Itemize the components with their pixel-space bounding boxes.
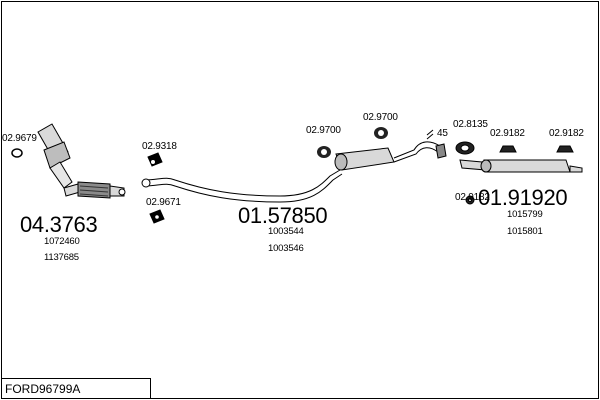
rubber-mount-rear-2 (556, 145, 574, 153)
reference-3b: 1015801 (507, 226, 543, 237)
main-part-number-3: 01.91920 (478, 185, 568, 210)
model-code: FORD96799A (5, 382, 81, 396)
clamp-ring-left (11, 148, 23, 158)
part-code-rear-small: 02.9182 (455, 192, 490, 203)
middle-pipe (141, 169, 343, 203)
part-code-mount-mid-1: 02.9700 (306, 125, 341, 136)
part-code-mount-rear-2: 02.9182 (549, 128, 584, 139)
part-code-gasket-front: 02.9318 (142, 141, 177, 152)
angle-icon (426, 129, 434, 140)
reference-1a: 1072460 (44, 236, 80, 247)
angle-label: 45 (437, 128, 448, 139)
rubber-mount-mid-2 (374, 127, 388, 139)
part-code-mount-rear-1: 02.9182 (490, 128, 525, 139)
main-part-number-1: 04.3763 (20, 212, 98, 237)
reference-2a: 1003544 (268, 226, 304, 237)
model-code-box: FORD96799A (1, 378, 151, 399)
rubber-mount-mid-1 (317, 146, 331, 158)
part-code-bracket-rear: 02.8135 (453, 119, 488, 130)
catalytic-converter (37, 123, 126, 199)
rear-silencer (459, 159, 583, 173)
middle-silencer (334, 141, 447, 171)
main-part-number-2: 01.57850 (238, 203, 328, 228)
reference-3a: 1015799 (507, 209, 543, 220)
reference-1b: 1137685 (44, 252, 79, 263)
rear-small-clip (465, 195, 475, 205)
rear-bracket (455, 141, 475, 155)
flange-gasket-front (147, 152, 163, 167)
reference-2b: 1003546 (268, 243, 304, 254)
flange-gasket-lower (149, 209, 165, 224)
rubber-mount-rear-1 (499, 145, 517, 153)
part-code-mount-mid-2: 02.9700 (363, 112, 398, 123)
part-code-gasket-lower: 02.9671 (146, 197, 181, 208)
part-code-clamp: 02.9679 (2, 133, 37, 144)
